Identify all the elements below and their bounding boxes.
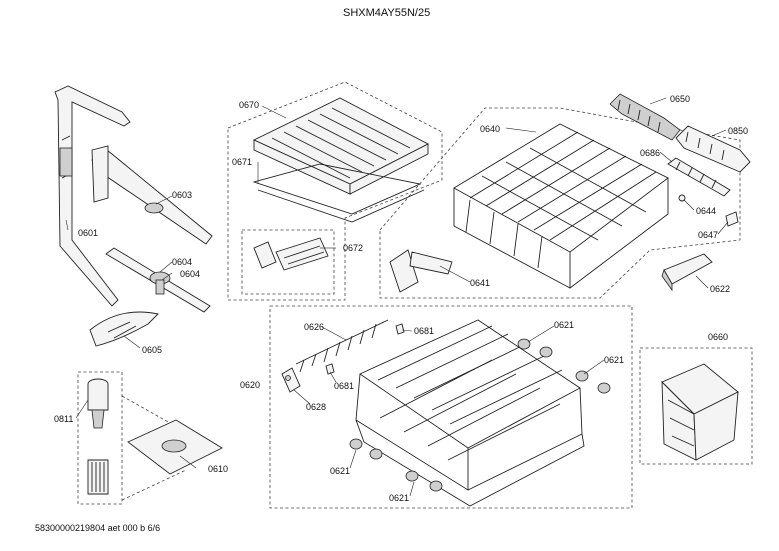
callout-0686: 0686: [640, 148, 661, 158]
callout-0681-upper: 0681: [414, 326, 435, 336]
callout-0671: 0671: [232, 157, 253, 167]
group-frame-0620: [269, 305, 633, 509]
callout-0621-c: 0621: [330, 466, 351, 476]
spray-arm-0604: [105, 247, 211, 313]
tine-rack-0626: [295, 319, 389, 373]
handle-0622: [661, 253, 713, 292]
callout-0681-lower: 0681: [334, 381, 355, 391]
upper-basket-0640: [453, 123, 669, 289]
callout-0620: 0620: [240, 380, 261, 390]
callout-0621-b: 0621: [604, 355, 625, 365]
group-frame-0672: [241, 229, 335, 295]
filter-0811: [87, 378, 109, 495]
callout-0670: 0670: [239, 100, 260, 110]
wheels-0621: [349, 338, 611, 492]
callout-0640: 0640: [480, 124, 501, 134]
callout-0621-a: 0621: [554, 320, 575, 330]
cutlery-basket-0660: [661, 363, 739, 461]
supply-pipe-0601: [54, 85, 131, 307]
model-number-title: SHXM4AY55N/25: [343, 7, 431, 19]
group-frame-0660: [639, 347, 753, 465]
callout-0650: 0650: [670, 94, 691, 104]
spray-arm-0603: [91, 145, 213, 245]
group-frame-0670: [227, 81, 443, 301]
rack-holder-0641: [389, 249, 453, 293]
clip-0644: [678, 194, 686, 202]
callout-0610: 0610: [208, 464, 229, 474]
lower-basket-0620: [355, 319, 585, 507]
cutlery-tray-0670: [252, 97, 429, 195]
callout-0672: 0672: [343, 243, 364, 253]
callout-0621-d: 0621: [389, 493, 410, 503]
group-frame-0811: [77, 371, 123, 505]
clip-0681-upper: [395, 323, 405, 335]
tine-strip-0686: [667, 157, 731, 197]
document-code-footer: 58300000219804 aet 000 b 6/6: [35, 523, 161, 533]
clip-0681-lower: [325, 363, 335, 375]
tine-row-0850: [675, 125, 751, 173]
rack-holder-0672: [253, 237, 329, 271]
callout-0641: 0641: [470, 278, 491, 288]
callout-0647: 0647: [698, 230, 719, 240]
clip-0647: [725, 211, 739, 227]
group-frame-0640: [379, 107, 741, 299]
tine-row-0650: [609, 93, 681, 141]
callout-0601: 0601: [78, 228, 99, 238]
callout-0622: 0622: [710, 284, 731, 294]
deflector-0605: [89, 311, 159, 347]
callout-0604-a: 0604: [172, 257, 193, 267]
callout-0660: 0660: [708, 332, 729, 342]
filter-plate-0610: [127, 419, 223, 475]
callout-0644: 0644: [696, 206, 717, 216]
leader-lines: [65, 97, 729, 497]
callout-0604-b: 0604: [180, 269, 201, 279]
callout-0850: 0850: [728, 126, 749, 136]
callout-0605: 0605: [142, 345, 163, 355]
bracket-0628: [281, 367, 301, 393]
callout-0603: 0603: [172, 190, 193, 200]
callout-0626: 0626: [304, 322, 325, 332]
callout-0628: 0628: [306, 402, 327, 412]
callout-0811: 0811: [54, 414, 74, 424]
